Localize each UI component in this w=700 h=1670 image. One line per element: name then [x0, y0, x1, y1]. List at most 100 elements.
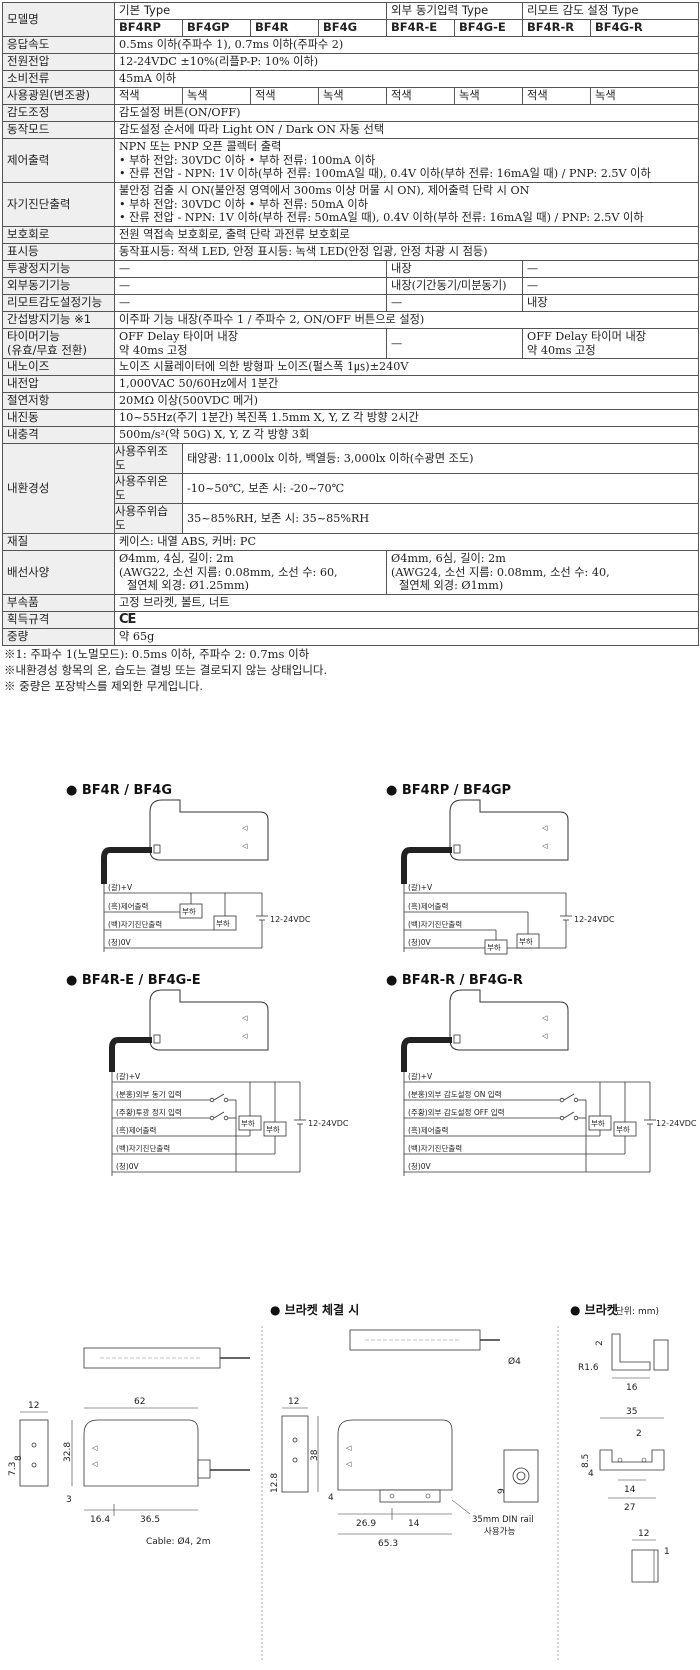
row-label: 응답속도: [2, 36, 115, 54]
emit-stop-remote: —: [522, 260, 700, 278]
timer-remote-line: 약 40ms 고정: [527, 343, 596, 357]
wiring-title: ● BF4R-E / BF4G-E: [66, 973, 201, 988]
timer-basic-line: 약 40ms 고정: [119, 343, 188, 357]
model-name: BF4GP: [182, 19, 251, 37]
remote-remote: 내장: [522, 294, 700, 312]
group-basic: 기본 Type: [113, 2, 388, 20]
row-label: 내환경성: [2, 443, 115, 534]
wiring-title: ● BF4RP / BF4GP: [386, 783, 511, 798]
remote-sync: —: [386, 294, 524, 312]
dim-label: 12: [288, 1397, 299, 1407]
self-diag-line: • 잔류 전압 - NPN: 1V 이하(부하 전류: 50mA일 때), 0.…: [119, 211, 644, 225]
model-name: BF4RP: [114, 19, 183, 37]
svg-text:◁: ◁: [346, 1460, 352, 1468]
emit-stop-sync: 내장: [386, 260, 524, 278]
dim-label: 12: [638, 1529, 649, 1539]
cable-line: Ø4mm, 4심, 길이: 2m: [119, 552, 234, 566]
model-name: BF4R-R: [522, 19, 592, 37]
dim-label: 7.3: [8, 1462, 18, 1476]
dim-label: 12: [28, 1401, 39, 1411]
row-label: 동작모드: [2, 121, 115, 139]
cable-line: (AWG24, 소선 지름: 0.08mm, 소선 수: 40,: [391, 565, 610, 579]
model-name: BF4G-R: [590, 19, 700, 37]
unit-label: (단위: mm): [612, 1306, 659, 1317]
dim-label: 4: [328, 1493, 334, 1503]
wiring-remote: ● BF4R-R / BF4G-R 부하 부하 12-24VDC (갈)+V (: [386, 973, 697, 1176]
self-diag-value: 불안정 검출 시 ON(불안정 영역에서 300ms 이상 머물 시 ON), …: [113, 182, 700, 227]
dim-label: 4: [588, 1469, 594, 1479]
spec-table: 모델명 기본 Type 외부 동기입력 Type 리모트 감도 설정 Type …: [2, 2, 700, 646]
load-label: 부하: [519, 936, 533, 946]
light-source-value: 적색: [386, 87, 456, 105]
control-output-value: NPN 또는 PNP 오픈 콜렉터 출력 • 부하 전압: 30VDC 이하 •…: [113, 138, 700, 183]
supply-label: 12-24VDC: [656, 1119, 697, 1128]
dim-label: 14: [624, 1485, 636, 1495]
light-source-value: 녹색: [182, 87, 251, 105]
row-label: 리모트감도설정기능: [2, 294, 115, 312]
dim-label: 38: [310, 1449, 320, 1461]
wire-label: (주황)투광 정지 입력: [116, 1107, 182, 1117]
dim-label: 1: [664, 1547, 670, 1557]
wire-label: (흑)제어출력: [116, 1125, 156, 1135]
wire-label: (백)자기진단출력: [408, 1143, 462, 1153]
control-output-line: • 부하 전압: 30VDC 이하 • 부하 전류: 100mA 이하: [119, 153, 376, 167]
wiring-sync: ● BF4R-E / BF4G-E 부하 부하 12-24VDC (갈)+V (: [66, 973, 349, 1176]
row-label: 표시등: [2, 243, 115, 261]
dim-label: R1.6: [578, 1363, 599, 1373]
light-source-value: 녹색: [590, 87, 700, 105]
wire-label: (갈)+V: [108, 883, 133, 892]
timer-label-sub: (유효/무효 전환): [7, 342, 87, 357]
dim-label: 65.3: [378, 1539, 398, 1549]
ext-sync-basic: —: [113, 277, 388, 295]
footnote: ※ 중량은 포장박스를 제외한 무게입니다.: [4, 679, 204, 693]
load-label: 부하: [241, 1118, 255, 1128]
dim-label: 32.8: [63, 1442, 73, 1462]
ext-sync-sync: 내장(기간동기/미분동기): [386, 277, 524, 295]
cable-extended: Ø4mm, 6심, 길이: 2m (AWG24, 소선 지름: 0.08mm, …: [386, 550, 700, 595]
model-name: BF4R: [250, 19, 319, 37]
approval-value: CE: [113, 611, 700, 629]
footnotes: ※1: 주파수 1(노멀모드): 0.5ms 이하, 주파수 2: 0.7ms …: [4, 646, 694, 694]
insulation-value: 20MΩ 이상(500VDC 메거): [113, 392, 700, 410]
row-label: 배선사양: [2, 550, 115, 595]
self-diag-line: • 부하 전압: 30VDC 이하 • 부하 전류: 50mA 이하: [119, 197, 369, 211]
dim-label: 62: [134, 1397, 145, 1407]
env-temp-value: -10~50℃, 보존 시: -20~70℃: [181, 473, 700, 504]
supply-label: 12-24VDC: [270, 915, 311, 924]
remote-basic: —: [113, 294, 388, 312]
withstand-value: 1,000VAC 50/60Hz에서 1분간: [113, 375, 700, 393]
dim-label: 14: [408, 1519, 420, 1529]
wire-label: (백)자기진단출력: [108, 919, 162, 929]
dim-label: 2: [595, 1340, 605, 1346]
dim-mounted: ● 브라켓 체결 시 Ø4 12 38 12.8 ◁ ◁ 4 26.9 14 6…: [270, 1302, 539, 1549]
wire-label: (흑)제어출력: [108, 901, 148, 911]
weight-value: 약 65g: [113, 628, 700, 646]
row-label: 내전압: [2, 375, 115, 393]
env-illum-value: 태양광: 11,000lx 이하, 백열등: 3,000lx 이하(수광면 조도…: [181, 443, 700, 474]
model-name: BF4G: [317, 19, 388, 37]
control-output-line: • 잔류 전압 - NPN: 1V 이하(부하 전류: 100mA일 때), 0…: [119, 167, 651, 181]
footnote: ※1: 주파수 1(노멀모드): 0.5ms 이하, 주파수 2: 0.7ms …: [4, 647, 310, 661]
svg-text:◁: ◁: [92, 1460, 98, 1468]
din-rail-label: 35mm DIN rail: [472, 1515, 534, 1525]
row-label: 타이머기능 (유효/무효 전환): [2, 328, 115, 359]
dim-label: 35: [626, 1407, 637, 1417]
dim-label: 36.5: [140, 1515, 160, 1525]
row-label: 절연저항: [2, 392, 115, 410]
dimension-drawings: (단위: mm) 12 7.3 8 ◁ ◁ 62 32.8 3 16.4 36.…: [8, 1302, 670, 1660]
svg-text:◁: ◁: [346, 1444, 352, 1452]
model-name: BF4R-E: [386, 19, 456, 37]
dim-label: 2: [636, 1429, 642, 1439]
light-source-value: 적색: [522, 87, 592, 105]
load-label: 부하: [216, 918, 230, 928]
row-label: 중량: [2, 628, 115, 646]
wiring-diagrams: ◁ ◁ ● BF4R / BF4G 부하 부하 12-24VDC (갈)+V (…: [66, 783, 697, 1176]
light-source-value: 녹색: [454, 87, 524, 105]
model-label: 모델명: [2, 2, 115, 37]
self-diag-line: 불안정 검출 시 ON(불안정 영역에서 300ms 이상 머물 시 ON), …: [119, 184, 530, 198]
wire-label: (분홍)외부 동기 입력: [116, 1089, 182, 1099]
row-label: 소비전류: [2, 70, 115, 88]
dim-label: 8.5: [581, 1454, 591, 1468]
row-label: 사용광원(변조광): [2, 87, 115, 105]
load-label: 부하: [591, 1118, 605, 1128]
